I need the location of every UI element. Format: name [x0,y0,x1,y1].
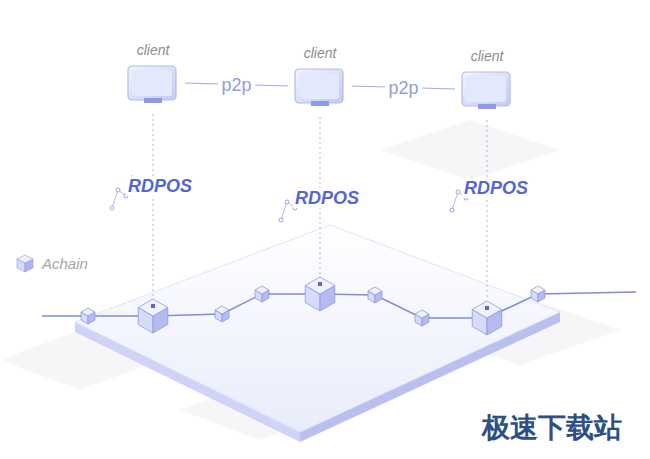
chart-icons [110,176,474,222]
chart-dot [450,208,454,212]
block-cube [472,301,502,335]
platform [75,225,560,442]
chart-dot [110,206,114,210]
block-cube [215,306,229,322]
blockchain [42,277,636,335]
block-cube [305,277,335,311]
legend-item: Achain [14,252,88,274]
chart-dot [279,218,283,222]
consensus-label: RDPOS [126,176,194,196]
block-cube [81,308,95,324]
client-monitor: client [292,45,348,111]
client-monitor: client [125,42,181,108]
block-dot [318,282,322,286]
monitor-icon [459,70,515,114]
consensus-lines [153,114,487,298]
block-cube [531,286,545,302]
consensus-label: RDPOS [293,188,361,208]
chart-dot [456,190,460,194]
block-cube [255,286,269,302]
monitor-icon [292,67,348,111]
link-label: p2p [385,78,421,98]
legend-cube [14,252,36,274]
block-cube [138,299,168,333]
chain-line [42,292,636,318]
block-cube [368,287,382,303]
client-label: client [302,45,339,67]
background-tiles [0,120,620,440]
block-dot [151,304,155,308]
link-label: p2p [218,75,254,95]
chart-dot [285,200,289,204]
chart-dot [116,188,120,192]
watermark: 极速下载站 [482,409,622,447]
block-dot [485,306,489,310]
block-cube [415,310,429,326]
legend-label: Achain [42,255,88,272]
client-label: client [135,42,172,64]
client-label: client [469,48,506,70]
client-monitor: client [459,48,515,114]
monitor-icon [125,64,181,108]
consensus-label: RDPOS [462,178,530,198]
